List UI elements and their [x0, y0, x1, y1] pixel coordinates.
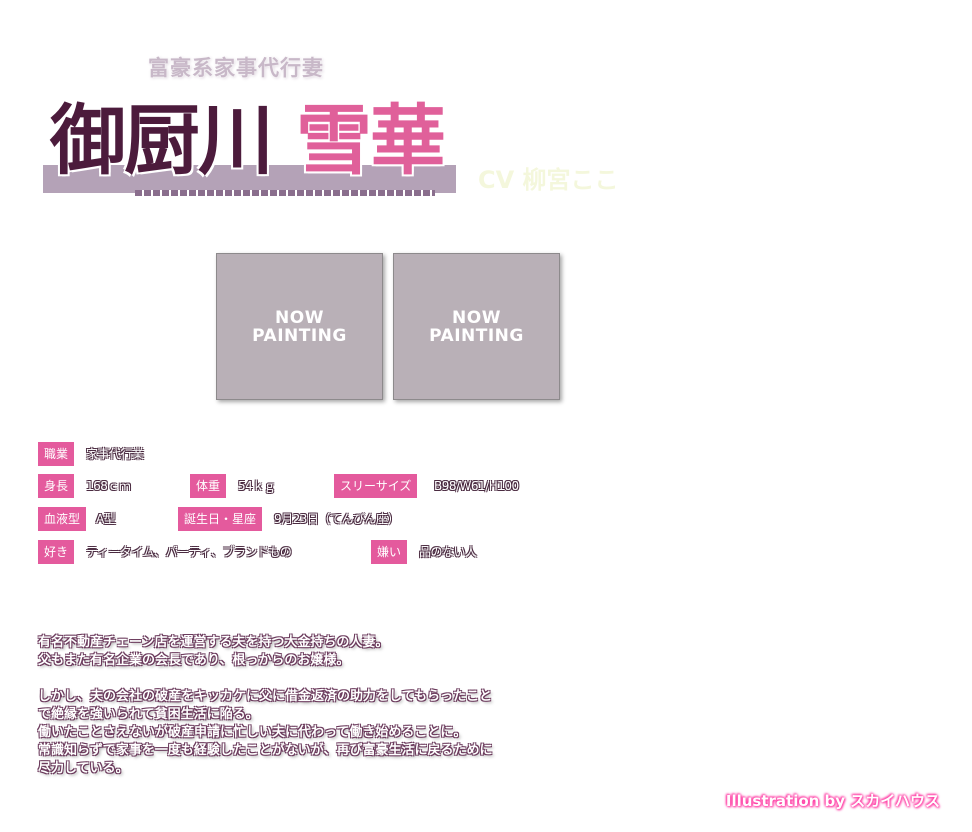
illustration-credit: Illustration by スカイハウス — [725, 792, 940, 810]
thumbnail-placeholder-2[interactable]: NOW PAINTING — [393, 253, 560, 400]
dislikes-label: 嫌い — [371, 540, 408, 564]
blood-value: A型 — [96, 512, 116, 526]
description-line: しかし、夫の会社の破産をキッカケに父に借金返済の助力をしてもらったこと — [38, 689, 492, 704]
sizes-value: B98/W61/H100 — [434, 479, 519, 493]
description-paragraph-1: 有名不動産チェーン店を運営する夫を持つ大金持ちの人妻。 父もまた有名企業の会長で… — [38, 634, 598, 670]
description-line: 父もまた有名企業の会長であり、根っからのお嬢様。 — [38, 653, 350, 668]
weight-value: 54ｋｇ — [238, 479, 276, 493]
occupation-label: 職業 — [38, 442, 75, 466]
thumbnail-line2: PAINTING — [252, 325, 347, 346]
description-line: 常識知らずで家事を一度も経験したことがないが、再び富豪生活に戻るために — [38, 743, 493, 758]
voice-actor-credit: CV 柳宮ここ — [478, 166, 619, 194]
character-description: 有名不動産チェーン店を運営する夫を持つ大金持ちの人妻。 父もまた有名企業の会長で… — [38, 634, 598, 796]
name-band — [43, 165, 456, 193]
name-family: 御厨川 — [50, 96, 274, 185]
description-line: 有名不動産チェーン店を運営する夫を持つ大金持ちの人妻。 — [38, 635, 389, 650]
tagline: 富豪系家事代行妻 — [148, 56, 324, 80]
description-line: 働いたことさえないが破産申請に忙しい夫に代わって働き始めることに。 — [38, 725, 467, 740]
likes-value: ティータイム、パーティ、ブランドもの — [86, 545, 292, 559]
blood-label: 血液型 — [38, 507, 87, 531]
description-line: 尽力している。 — [38, 761, 129, 776]
occupation-value: 家事代行業 — [86, 447, 144, 461]
birthday-label: 誕生日・星座 — [178, 507, 263, 531]
weight-label: 体重 — [190, 474, 227, 498]
thumbnail-placeholder-1[interactable]: NOW PAINTING — [216, 253, 383, 400]
likes-label: 好き — [38, 540, 75, 564]
character-name: 御厨川雪華 — [50, 96, 446, 186]
thumbnail-line1: NOW — [275, 307, 324, 328]
thumbnail-line1: NOW — [452, 307, 501, 328]
sizes-label: スリーサイズ — [334, 474, 418, 498]
name-romaji-stripe — [135, 190, 435, 196]
height-label: 身長 — [38, 474, 75, 498]
birthday-value: 9月23日（てんびん座） — [274, 512, 399, 526]
dislikes-value: 品のない人 — [419, 545, 477, 559]
thumbnail-line2: PAINTING — [429, 325, 524, 346]
name-given: 雪華 — [296, 96, 446, 185]
height-value: 168ｃｍ — [86, 479, 131, 493]
description-line: で絶縁を強いられて貧困生活に陥る。 — [38, 707, 259, 722]
description-paragraph-2: しかし、夫の会社の破産をキッカケに父に借金返済の助力をしてもらったこと で絶縁を… — [38, 688, 598, 778]
